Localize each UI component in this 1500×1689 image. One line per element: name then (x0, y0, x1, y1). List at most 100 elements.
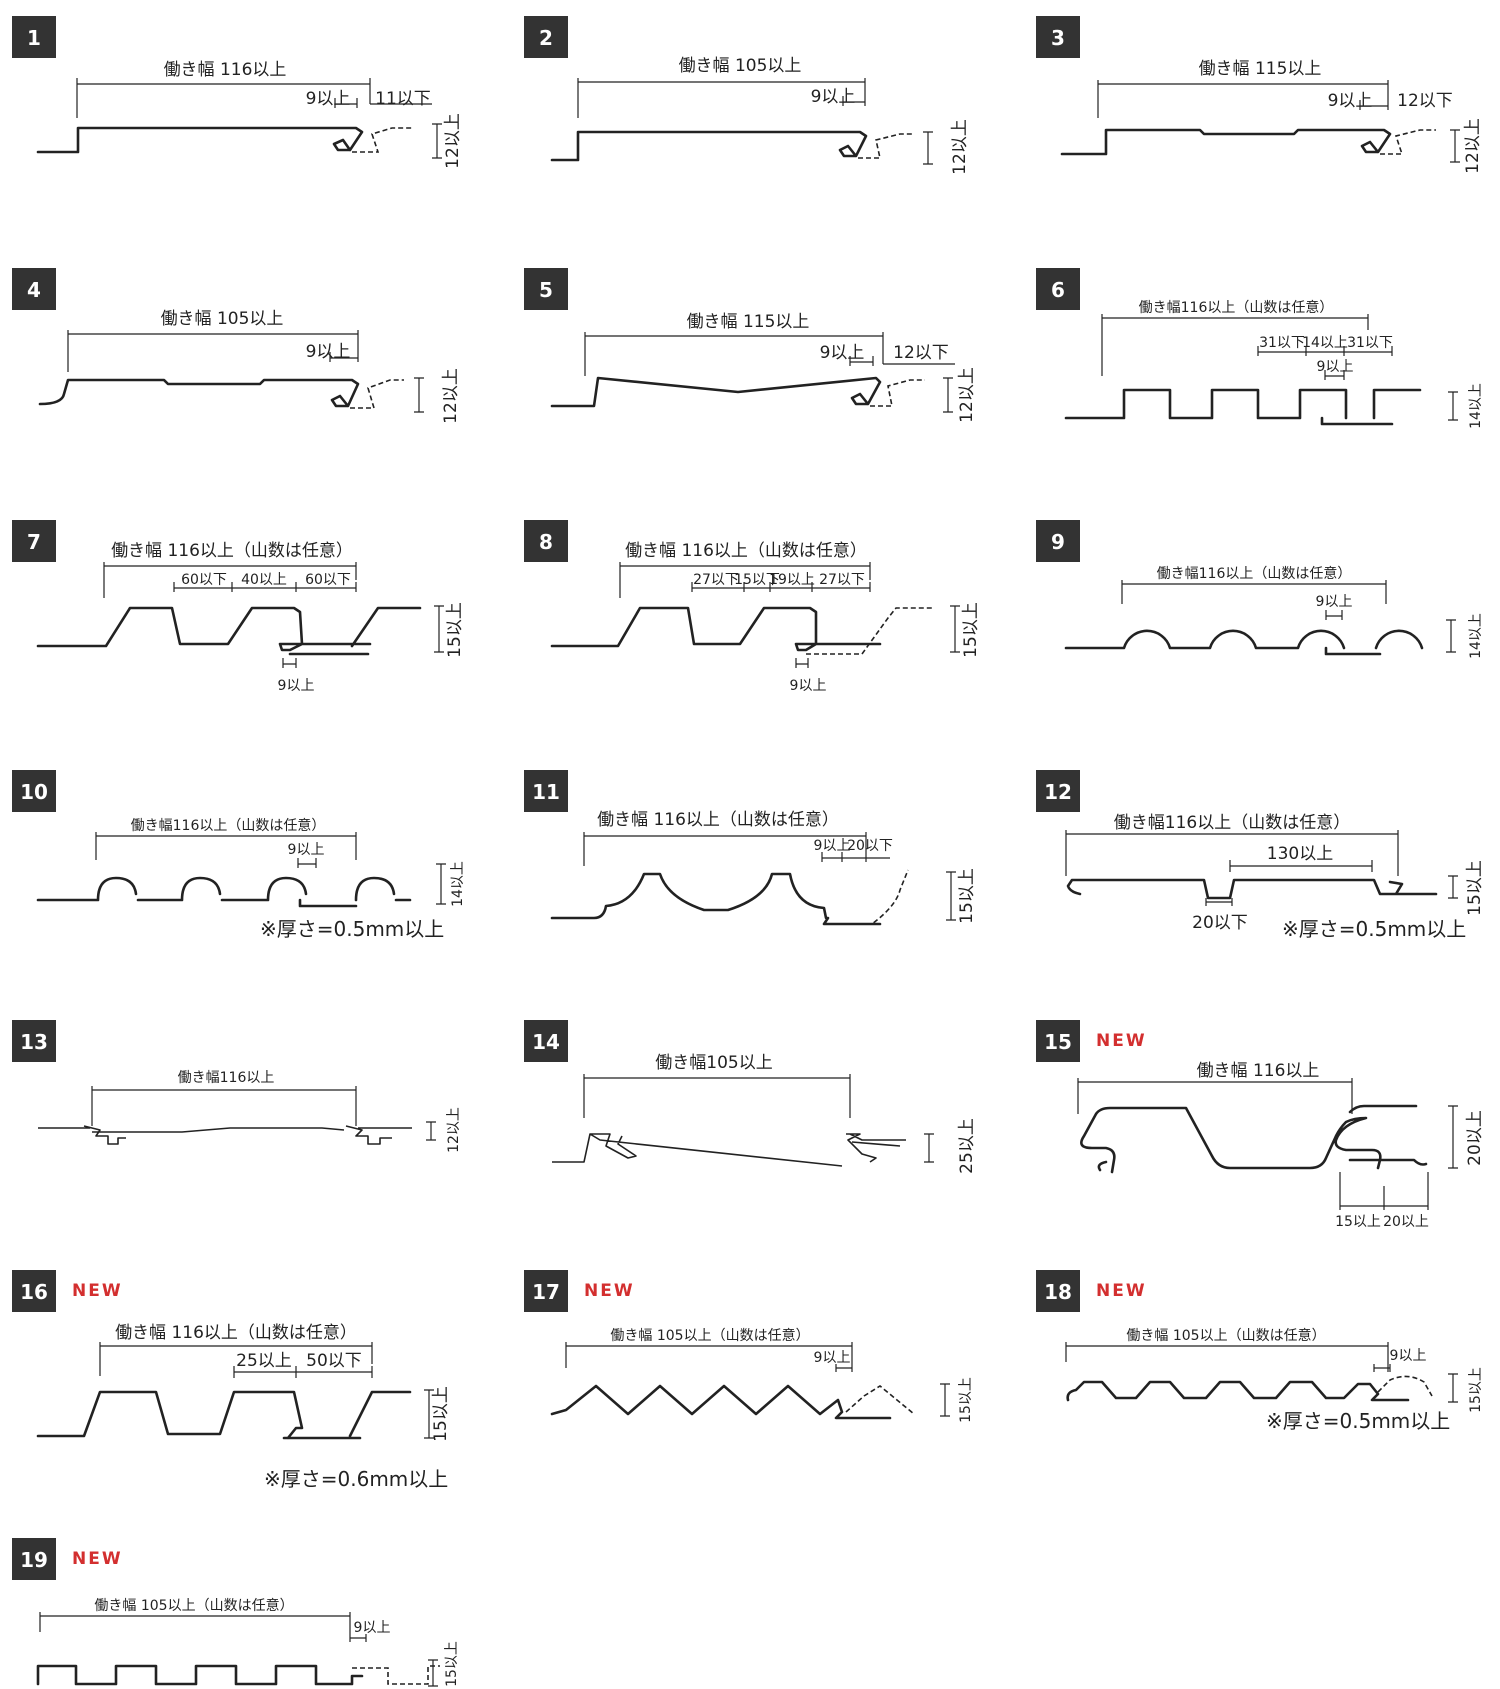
panel-number: 6 (1051, 278, 1065, 302)
height-label: 15以上 (431, 1386, 451, 1442)
profile (36, 876, 412, 908)
thickness-note: ※厚さ=0.5mm以上 (1282, 917, 1466, 941)
panel-8: 8 働き幅 116以上（山数は任意） 27以下 15以下 19以上 27以下 9… (524, 520, 981, 694)
height-label: 12以上 (441, 368, 461, 424)
panel-17: 17 NEW 働き幅 105以上（山数は任意） 9以上 15以上 (524, 1270, 974, 1423)
dim-a-label: 31以下 (1259, 335, 1305, 351)
new-badge: NEW (584, 1281, 635, 1301)
panel-badge (1036, 1020, 1080, 1062)
profile (552, 1133, 906, 1167)
dim-b-label: 20以上 (1383, 1214, 1429, 1230)
width-label: 働き幅 105以上 (161, 309, 284, 329)
height-label: 25以上 (957, 1118, 977, 1174)
height-label: 20以上 (1465, 1110, 1485, 1166)
panel-11: 11 働き幅 116以上（山数は任意） 9以上 20以下 15以上 (524, 770, 977, 926)
panel-19: 19 NEW 働き幅 105以上（山数は任意） 9以上 15以上 (12, 1538, 460, 1687)
panel-number: 7 (27, 530, 41, 554)
panel-number: 1 (27, 26, 41, 50)
new-badge: NEW (72, 1281, 123, 1301)
panel-badge (12, 770, 56, 812)
panel-badge (1036, 1270, 1080, 1312)
new-badge: NEW (1096, 1031, 1147, 1051)
gap-label: 12以下 (893, 343, 949, 363)
overlap-label: 9以上 (820, 343, 865, 363)
width-label: 働き幅116以上（山数は任意） (131, 817, 326, 834)
height-label: 15以上 (958, 1377, 974, 1423)
width-label: 働き幅 105以上（山数は任意） (94, 1597, 293, 1614)
overlap-label: 9以上 (1317, 359, 1354, 375)
panel-number: 12 (1044, 780, 1072, 804)
height-label: 12以上 (957, 367, 977, 423)
profile (36, 1390, 412, 1440)
overlap-label: 9以上 (288, 842, 325, 858)
panel-badge (1036, 770, 1080, 812)
dim-b-label: 50以下 (306, 1351, 362, 1371)
overlap-label: 9以上 (306, 342, 351, 362)
panel-number: 18 (1044, 1280, 1072, 1304)
profile (1064, 629, 1424, 656)
panel-7: 7 働き幅 116以上（山数は任意） 60以下 40以上 60以下 9以上 15… (12, 520, 465, 694)
width-label: 働き幅116以上（山数は任意） (1114, 813, 1350, 833)
panel-number: 16 (20, 1280, 48, 1304)
panel-10: 10 働き幅116以上（山数は任意） 9以上 14以上 ※厚さ=0.5mm以上 (12, 770, 466, 941)
dim-c-label: 19以上 (769, 572, 815, 588)
dim-a-label: 15以上 (1335, 1214, 1381, 1230)
panel-badge (1036, 520, 1080, 562)
panel-12: 12 働き幅116以上（山数は任意） 130以上 20以下 15以上 ※厚さ=0… (1036, 770, 1485, 941)
panel-1: 1 働き幅 116以上 9以上 11以下 12以上 (12, 16, 463, 169)
overlap-label: 9以上 (1328, 91, 1373, 111)
panel-16: 16 NEW 働き幅 116以上（山数は任意） 25以上 50以下 15以上 ※… (12, 1270, 451, 1491)
panel-number: 15 (1044, 1030, 1072, 1054)
height-label: 14以上 (450, 861, 466, 907)
profile (550, 606, 882, 652)
overlap-label: 9以上 (278, 678, 315, 694)
height-label: 15以上 (1465, 860, 1485, 916)
dim-b-label: 15以下 (734, 572, 780, 588)
profile (36, 1664, 364, 1686)
height-label: 15以上 (444, 1641, 460, 1687)
panel-badge (524, 1270, 568, 1312)
panel-number: 9 (1051, 530, 1065, 554)
height-label: 15以上 (1468, 1367, 1484, 1413)
dim-a-label: 60以下 (181, 572, 227, 588)
new-badge: NEW (1096, 1281, 1147, 1301)
profile (550, 1384, 892, 1420)
overlap-label: 9以上 (306, 89, 351, 109)
profile (1064, 388, 1422, 426)
panel-number: 4 (27, 278, 41, 302)
profile (550, 376, 882, 408)
overlap-label: 9以上 (1316, 594, 1353, 610)
panel-6: 6 働き幅116以上（山数は任意） 31以下 14以上 31以下 9以上 14以… (1036, 268, 1484, 429)
panel-badge (12, 16, 56, 58)
overlap-label: 9以上 (814, 838, 851, 854)
panel-badge (1036, 16, 1080, 58)
new-badge: NEW (72, 1549, 123, 1569)
height-label: 12以上 (1463, 118, 1483, 174)
width-label: 働き幅 105以上 (679, 56, 802, 76)
gap-label: 11以下 (375, 89, 431, 109)
panel-number: 10 (20, 780, 48, 804)
overlap-label: 9以上 (1390, 1348, 1427, 1364)
panel-14: 14 働き幅105以上 25以上 (524, 1020, 977, 1174)
width-label: 働き幅 116以上（山数は任意） (625, 541, 867, 561)
height-label: 14以上 (1468, 383, 1484, 429)
overlap-label: 9以上 (790, 678, 827, 694)
profile (36, 606, 422, 656)
height-label: 12以上 (950, 119, 970, 175)
height-label: 15以上 (961, 602, 981, 658)
width-label: 働き幅 115以上 (687, 312, 810, 332)
panel-18: 18 NEW 働き幅 105以上（山数は任意） 9以上 15以上 ※厚さ=0.5… (1036, 1270, 1484, 1433)
dim-b-label: 40以上 (241, 572, 287, 588)
dim-d-label: 27以下 (819, 572, 865, 588)
dim-a-label: 25以上 (236, 1351, 292, 1371)
bottom-label: 20以下 (1192, 913, 1248, 933)
panel-badge (1036, 268, 1080, 310)
width-label: 働き幅116以上（山数は任意） (1139, 299, 1334, 316)
width-label: 働き幅 116以上 (1197, 1061, 1320, 1081)
panel-number: 5 (539, 278, 553, 302)
panel-number: 17 (532, 1280, 560, 1304)
panel-badge (524, 268, 568, 310)
panel-15: 15 NEW 働き幅 116以上 15以上 20以上 20以上 (1036, 1020, 1485, 1230)
panel-number: 8 (539, 530, 553, 554)
width-label: 働き幅 115以上 (1199, 59, 1322, 79)
